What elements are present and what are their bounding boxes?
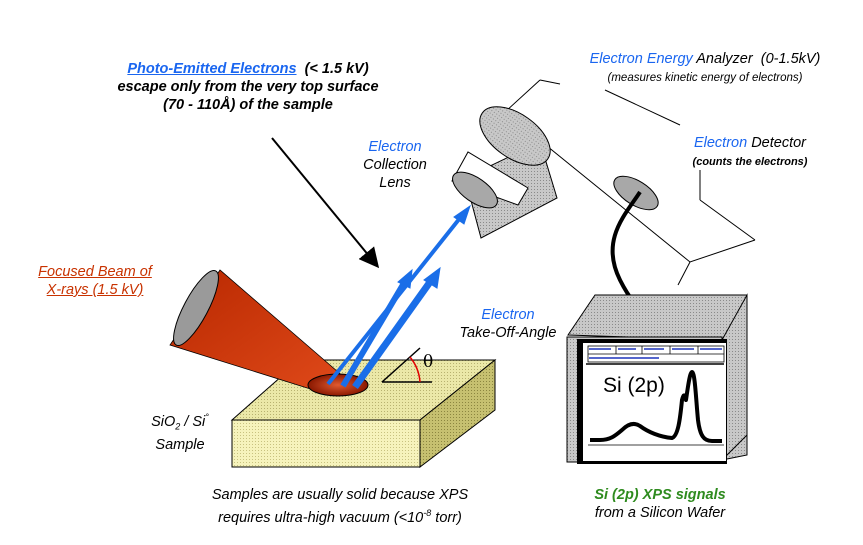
takeoff-label: Electron Take-Off-Angle	[459, 307, 557, 341]
xray-label: Focused Beam of X-rays (1.5 kV)	[38, 264, 152, 298]
lens-label: Electron Collection Lens	[363, 139, 427, 191]
photo-emitted-title: Photo-Emitted Electrons	[127, 61, 297, 77]
detector-aperture	[613, 175, 659, 211]
spectrum-caption: Si (2p) XPS signals from a Silicon Wafer	[594, 487, 726, 521]
xray-cone	[169, 269, 369, 397]
sample-label: SiO2 / Si° Sample	[151, 412, 209, 453]
theta-symbol: θ	[423, 352, 434, 372]
pointer-arrow	[271, 137, 380, 269]
collection-lens	[451, 106, 558, 239]
analyzer-label: Electron Energy Analyzer (0-1.5kV) (meas…	[589, 51, 821, 84]
photo-emitted-label: Photo-Emitted Electrons (< 1.5 kV) escap…	[117, 61, 379, 113]
vacuum-note: Samples are usually solid because XPS re…	[211, 487, 469, 526]
spectrum-header	[586, 345, 725, 365]
electron-arrows	[326, 204, 471, 390]
spectrum-curve	[590, 370, 722, 443]
screen-peak-label: Si (2p)	[603, 374, 665, 397]
takeoff-angle-marker	[381, 347, 432, 383]
detector-label: Electron Detector (counts the electrons)	[692, 135, 808, 168]
analyzer-housing	[504, 79, 756, 286]
